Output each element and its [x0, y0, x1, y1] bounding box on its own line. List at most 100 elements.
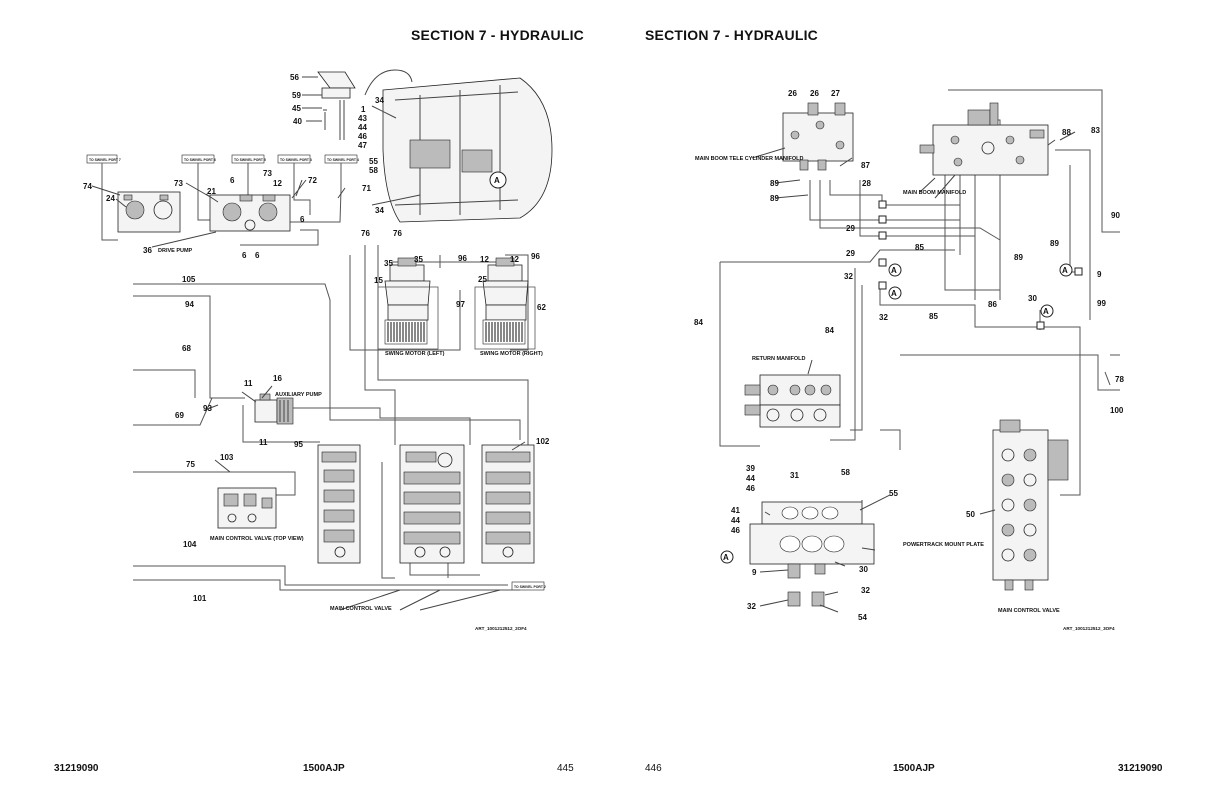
callout: 40 — [293, 117, 302, 126]
callout: 46 — [731, 526, 740, 535]
main-boom-manifold — [919, 102, 1049, 176]
top-bracket — [317, 71, 356, 140]
callout: 105 — [182, 275, 196, 284]
callout: 35 — [384, 259, 393, 268]
callout: 28 — [862, 179, 871, 188]
callout: 62 — [537, 303, 546, 312]
return-manifold — [744, 374, 841, 428]
callout: 73 — [263, 169, 272, 178]
swivel-port-tags: TO SWIVEL PORT 7 TO SWIVEL PORT 6 TO SWI… — [86, 154, 546, 591]
callout: 9 — [1097, 270, 1102, 279]
main-control-valve-1 — [317, 444, 361, 564]
callout: 59 — [292, 91, 301, 100]
callout: 1 — [361, 105, 366, 114]
callout: 50 — [966, 510, 975, 519]
callout: 12 — [273, 179, 282, 188]
label-main-boom-tele: MAIN BOOM TELE CYLINDER MANIFOLD — [695, 156, 803, 162]
callout: 32 — [861, 586, 870, 595]
callout: 21 — [207, 187, 216, 196]
left-page-title: SECTION 7 - HYDRAULIC — [411, 27, 584, 43]
callout: 6 — [300, 215, 305, 224]
callout: 27 — [831, 89, 840, 98]
main-control-valve-right — [992, 419, 1069, 591]
callout: 35 — [414, 255, 423, 264]
callout: 87 — [861, 161, 870, 170]
callout: 103 — [220, 453, 234, 462]
port-tag-7: TO SWIVEL PORT 7 — [89, 158, 121, 162]
callout: 46 — [358, 132, 367, 141]
callout: 46 — [746, 484, 755, 493]
callout: 84 — [694, 318, 703, 327]
callout: 75 — [186, 460, 195, 469]
left-page-number: 445 — [557, 763, 574, 774]
port-tag-2: TO SWIVEL PORT 2 — [514, 585, 546, 589]
callout: 45 — [292, 104, 301, 113]
callout: 68 — [182, 344, 191, 353]
powertrack-mount-plate — [749, 501, 875, 607]
label-swing-motor-left: SWING MOTOR (LEFT) — [385, 351, 445, 357]
callout: 43 — [358, 114, 367, 123]
circle-ref-a: A — [494, 176, 500, 185]
circle-ref-a: A — [1043, 307, 1049, 316]
label-drive-pump: DRIVE PUMP — [158, 248, 193, 254]
callout: 99 — [1097, 299, 1106, 308]
circle-ref-a: A — [891, 266, 897, 275]
leader-lines-left — [91, 76, 526, 611]
callout: 89 — [770, 179, 779, 188]
callout: 55 — [889, 489, 898, 498]
callout: 96 — [531, 252, 540, 261]
label-auxiliary-pump: AUXILIARY PUMP — [275, 392, 322, 398]
callout: 31 — [790, 471, 799, 480]
callout: 86 — [988, 300, 997, 309]
callout: 85 — [929, 312, 938, 321]
callout: 85 — [915, 243, 924, 252]
callout: 93 — [203, 404, 212, 413]
port-tag-3: TO SWIVEL PORT 3 — [280, 158, 312, 162]
callout: 74 — [83, 182, 92, 191]
right-page-title: SECTION 7 - HYDRAULIC — [645, 27, 818, 43]
callout: 32 — [879, 313, 888, 322]
callout: 34 — [375, 96, 384, 105]
label-main-control-valve-right: MAIN CONTROL VALVE — [998, 608, 1060, 614]
callout: 78 — [1115, 375, 1124, 384]
callout: 76 — [393, 229, 402, 238]
callout: 58 — [841, 468, 850, 477]
callout: 94 — [185, 300, 194, 309]
callout: 72 — [308, 176, 317, 185]
callout: 84 — [825, 326, 834, 335]
hose-lines-right — [719, 89, 1120, 496]
callout: 41 — [731, 506, 740, 515]
callout: 76 — [361, 229, 370, 238]
callout: 30 — [1028, 294, 1037, 303]
callout: 24 — [106, 194, 115, 203]
callout: 12 — [480, 255, 489, 264]
callout: 100 — [1110, 406, 1124, 415]
label-main-control-valve-left: MAIN CONTROL VALVE — [330, 606, 392, 612]
callout: 95 — [294, 440, 303, 449]
callout: 102 — [536, 437, 550, 446]
port-tag-4: TO SWIVEL PORT 4 — [327, 158, 359, 162]
label-return-manifold: RETURN MANIFOLD — [752, 356, 805, 362]
label-main-boom-manifold: MAIN BOOM MANIFOLD — [903, 190, 966, 196]
left-art-code: ART_1001212512_2OF4 — [475, 626, 527, 631]
callout: 12 — [510, 255, 519, 264]
label-powertrack-mount-plate: POWERTRACK MOUNT PLATE — [903, 542, 984, 548]
main-control-valve-top-view — [217, 487, 277, 529]
callout: 25 — [478, 275, 487, 284]
right-hydraulic-diagram: A A A A A — [694, 89, 1124, 631]
callout: 88 — [1062, 128, 1071, 137]
turntable-assembly: A — [364, 69, 553, 223]
left-footer-docnum: 31219090 — [54, 763, 99, 774]
callout: 104 — [183, 540, 197, 549]
callout: 44 — [358, 123, 367, 132]
callout: 36 — [143, 246, 152, 255]
callout: 32 — [844, 272, 853, 281]
callout: 29 — [846, 224, 855, 233]
callout: 6 — [242, 251, 247, 260]
callout: 29 — [846, 249, 855, 258]
callout: 89 — [1014, 253, 1023, 262]
callout: 101 — [193, 594, 207, 603]
callout: 69 — [175, 411, 184, 420]
callout: 44 — [731, 516, 740, 525]
